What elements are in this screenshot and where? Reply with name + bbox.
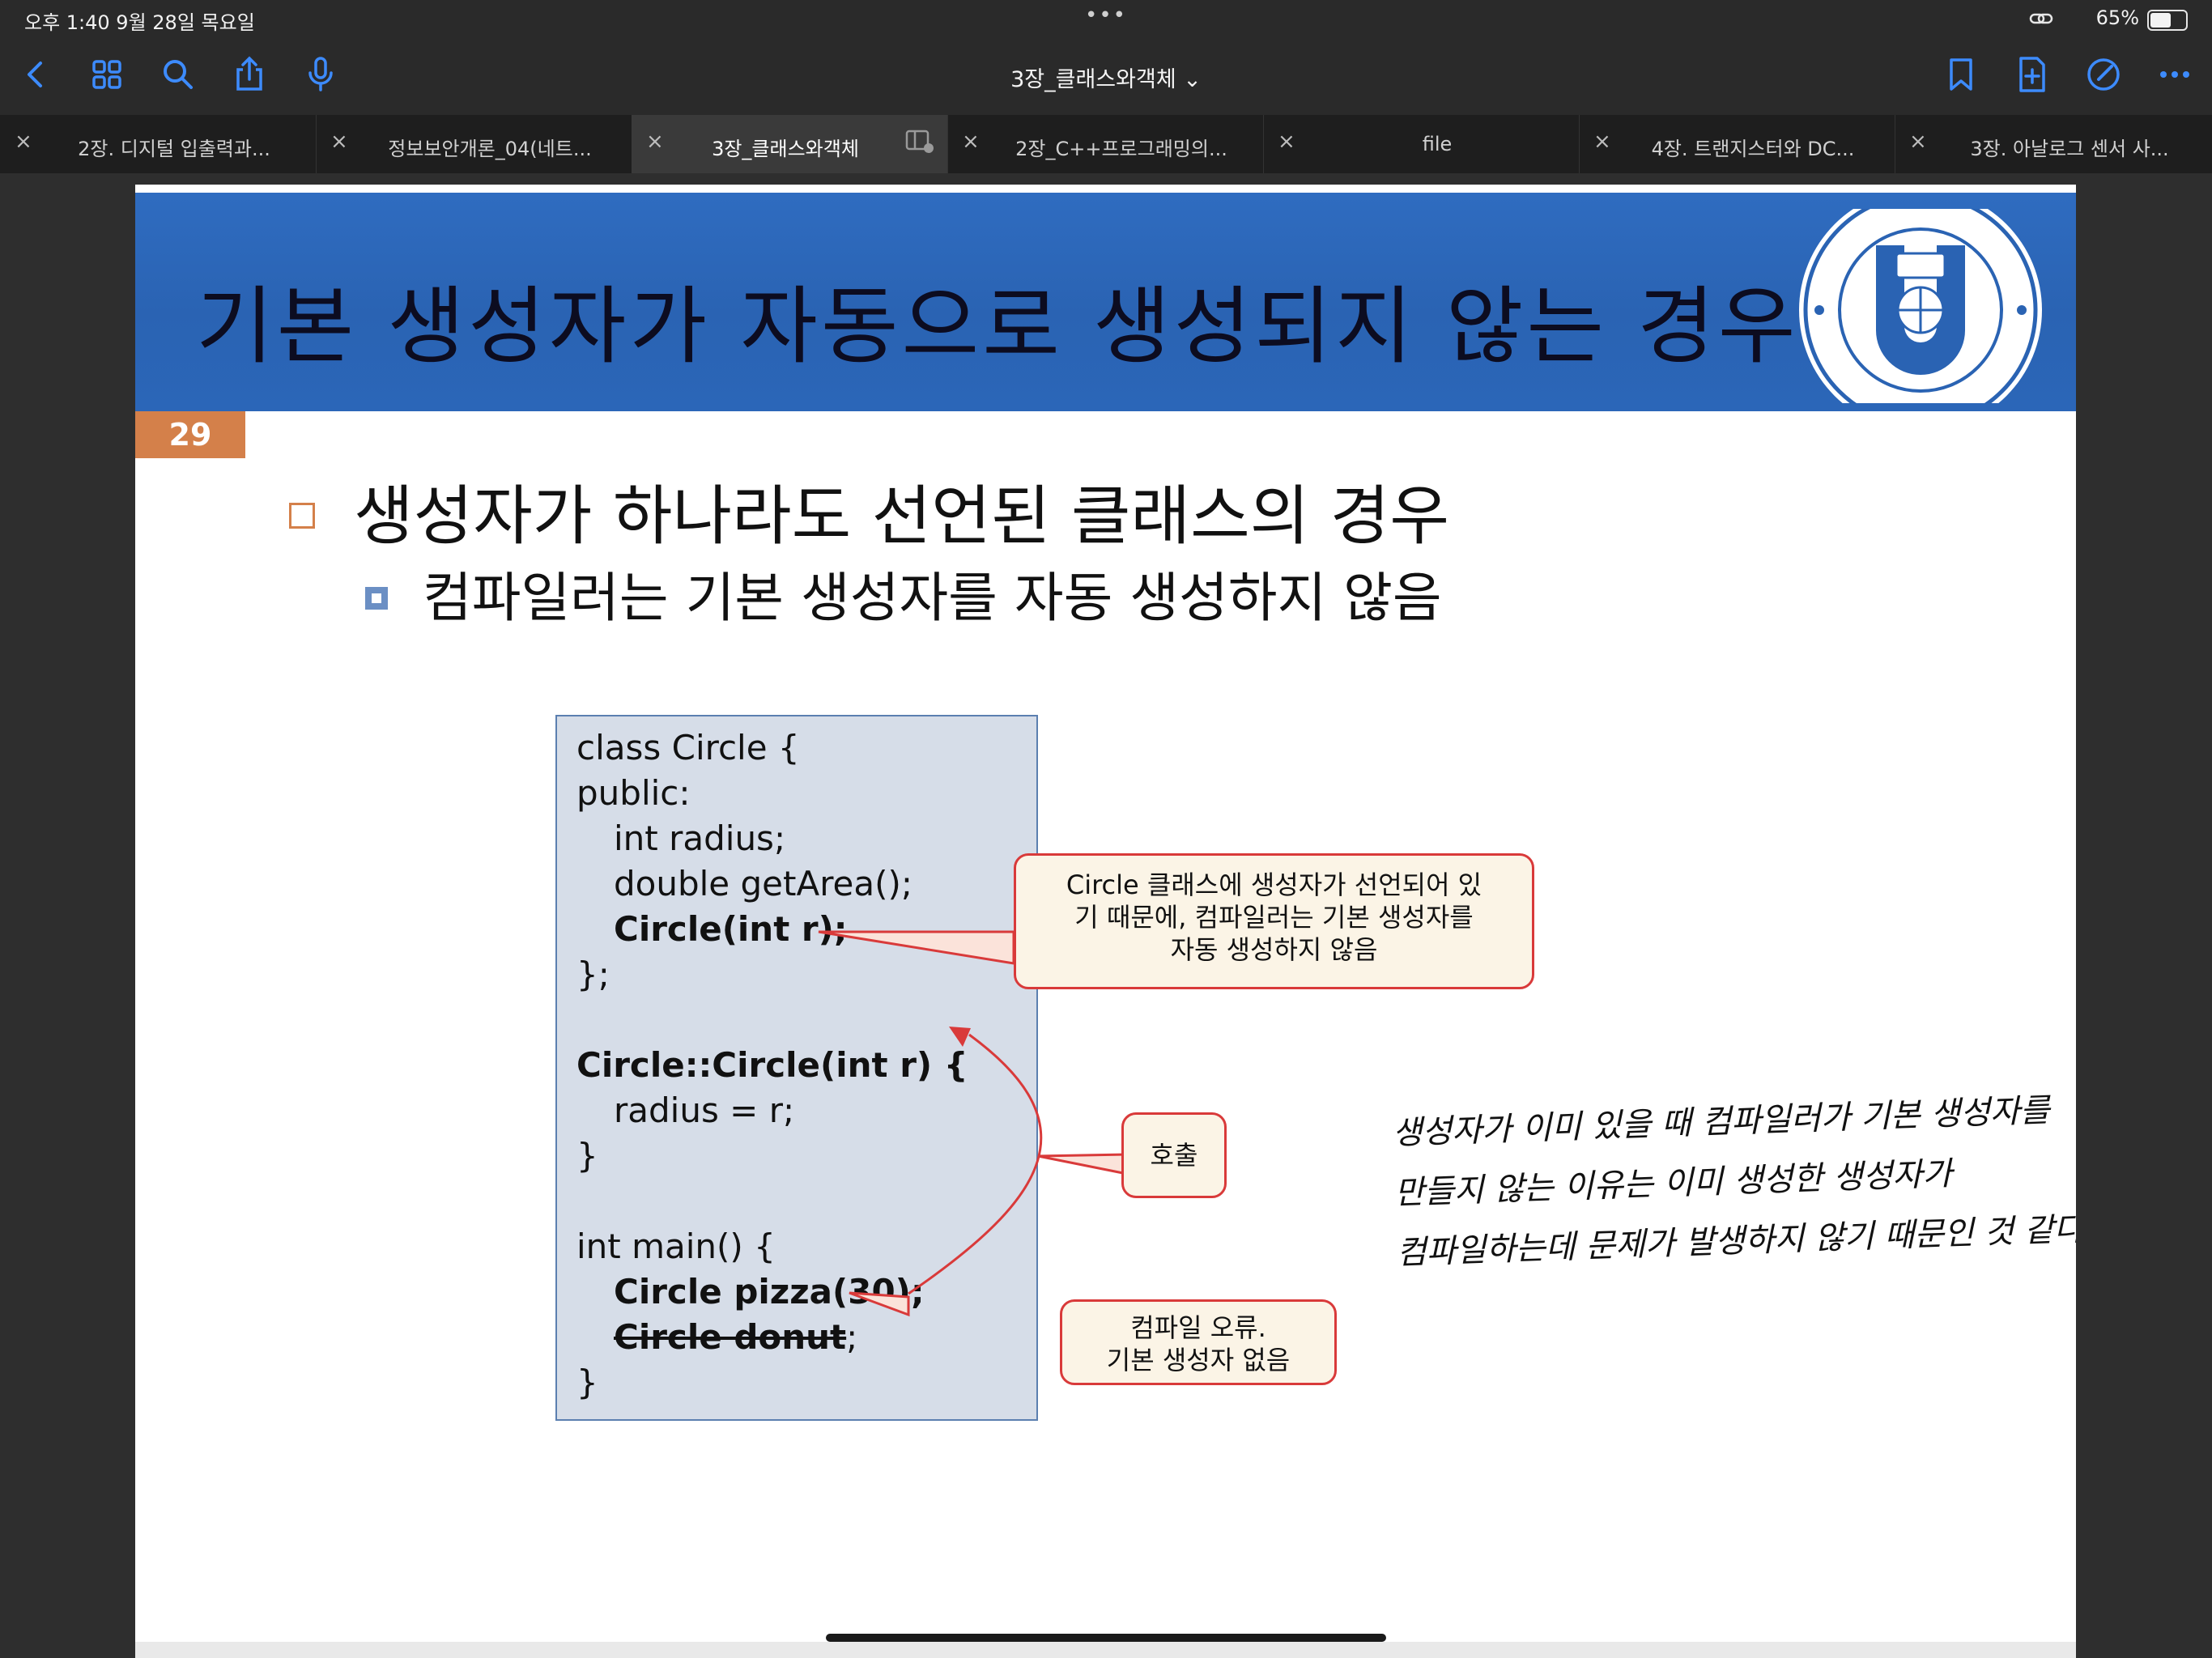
link-icon [2029,13,2053,24]
handwritten-note: 생성자가 이미 있을 때 컴파일러가 기본 생성자를 만들지 않는 이유는 이미… [1391,1079,2076,1283]
share-icon[interactable] [230,55,269,94]
code-line: } [576,1363,598,1402]
close-icon[interactable]: × [1278,130,1295,154]
back-icon[interactable] [16,55,55,94]
code-line: double getArea(); [614,864,913,903]
code-donut-strike: Circle donut [614,1317,847,1357]
tab-5[interactable]: × file [1263,115,1580,173]
status-bar: 오후 1:40 9월 28일 목요일 ••• 65% [0,0,2212,37]
code-line: } [576,1136,598,1175]
code-line-donut: Circle donut; [614,1317,857,1357]
bullet-square-icon [289,503,315,529]
page-bottom-edge [135,1642,2076,1658]
callout-text: 기본 생성자 없음 [1106,1345,1291,1375]
tab-label[interactable]: 4장. 트랜지스터와 DC... [1651,138,1855,160]
callout-constructor-declared: Circle 클래스에 생성자가 선언되어 있 기 때문에, 컴파일러는 기본 … [1014,853,1534,989]
battery-percentage: 65% [2095,6,2139,29]
tab-strip: × 2장. 디지털 입출력과... × 정보보안개론_04(네트... × 3장_클래… [0,115,2212,173]
toolbar: 3장_클래스와객체 ⌄ [0,37,2212,115]
callout-text: Circle 클래스에 생성자가 선언되어 있 [1066,869,1482,900]
code-block: class Circle { public: int radius; doubl… [555,715,1038,1421]
tab-label[interactable]: 2장_C++프로그래밍의... [1015,138,1227,160]
code-line-pizza: Circle pizza(30); [614,1272,925,1312]
code-line-constructor-decl: Circle(int r); [614,909,848,949]
bookmark-icon[interactable] [1942,55,1980,94]
close-icon[interactable]: × [646,130,664,154]
close-icon[interactable]: × [1909,130,1927,154]
code-line: int main() { [576,1226,776,1266]
home-indicator[interactable] [826,1634,1386,1642]
sub-bullet-text: 컴파일러는 기본 생성자를 자동 생성하지 않음 [423,567,1442,629]
code-line: int radius; [614,818,786,858]
code-line-constructor-def: Circle::Circle(int r) { [576,1045,968,1085]
slide-title: 기본 생성자가 자동으로 생성되지 않는 경우 [196,277,1799,376]
slide-page-number: 29 [135,411,245,458]
code-line: public: [576,773,691,813]
markup-icon[interactable] [2084,55,2123,94]
tab-label[interactable]: 2장. 디지털 입출력과... [78,138,270,160]
tab-2[interactable]: × 정보보안개론_04(네트... [316,115,632,173]
tab-label[interactable]: 3장. 아날로그 센서 사... [1970,138,2169,160]
more-icon[interactable] [2155,55,2194,94]
university-logo [1799,209,2042,403]
tab-4[interactable]: × 2장_C++프로그래밍의... [947,115,1264,173]
mic-icon[interactable] [301,55,340,94]
close-icon[interactable]: × [1593,130,1611,154]
add-page-icon[interactable] [2013,55,2052,94]
tab-6[interactable]: × 4장. 트랜지스터와 DC... [1579,115,1895,173]
code-semicolon: ; [846,1317,858,1357]
tab-7[interactable]: × 3장. 아날로그 센서 사... [1895,115,2212,173]
slide-header: 기본 생성자가 자동으로 생성되지 않는 경우 [135,193,2076,411]
callout-text: 호출 [1150,1140,1198,1171]
code-line: class Circle { [576,728,800,767]
close-icon[interactable]: × [962,130,980,154]
bullet-heading: 생성자가 하나라도 선언된 클래스의 경우 [354,478,1449,554]
code-line: radius = r; [614,1090,795,1130]
battery-icon [2147,10,2188,31]
status-time: 오후 1:40 9월 28일 목요일 [24,11,255,34]
code-line: }; [576,954,610,994]
search-icon[interactable] [159,55,198,94]
callout-text: 자동 생성하지 않음 [1170,934,1378,965]
callout-compile-error: 컴파일 오류. 기본 생성자 없음 [1060,1299,1337,1385]
grid-icon[interactable] [87,55,126,94]
close-icon[interactable]: × [15,130,32,154]
split-view-icon[interactable] [905,130,934,154]
tab-label[interactable]: 3장_클래스와객체 [712,138,859,160]
tab-3-active[interactable]: × 3장_클래스와객체 [632,115,948,173]
callout-text: 컴파일 오류. [1130,1312,1266,1343]
tab-label[interactable]: 정보보안개론_04(네트... [388,138,592,160]
tab-label[interactable]: file [1422,133,1453,155]
close-icon[interactable]: × [330,130,348,154]
callout-arrows [818,930,1129,1317]
slide-page: 기본 생성자가 자동으로 생성되지 않는 경우 29 생성자가 하나라도 선언된… [135,185,2076,1642]
callout-call: 호출 [1121,1112,1227,1198]
sub-bullet-square-icon [365,587,388,610]
tab-1[interactable]: × 2장. 디지털 입출력과... [0,115,317,173]
multitasking-dots-icon[interactable]: ••• [1085,3,1128,28]
document-title[interactable]: 3장_클래스와객체 ⌄ [1010,67,1202,92]
callout-text: 기 때문에, 컴파일러는 기본 생성자를 [1074,902,1474,933]
battery-level [2150,13,2171,28]
